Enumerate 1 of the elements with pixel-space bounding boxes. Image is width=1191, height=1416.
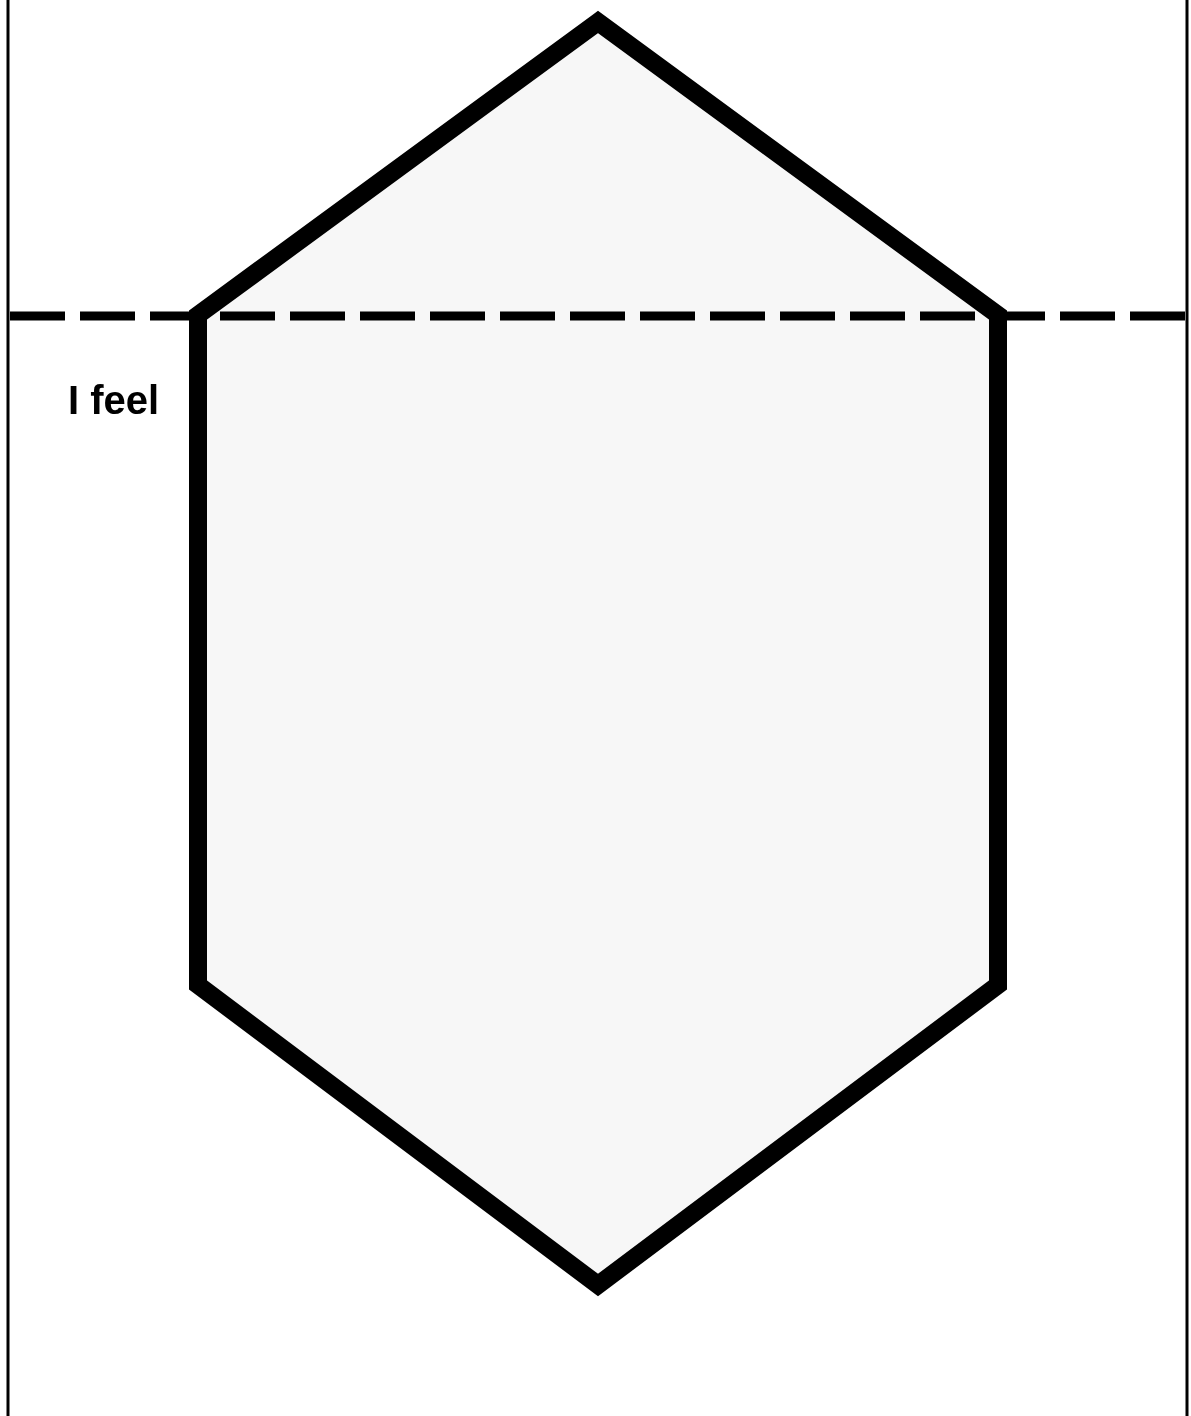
prompt-text: I feel [68, 378, 160, 423]
